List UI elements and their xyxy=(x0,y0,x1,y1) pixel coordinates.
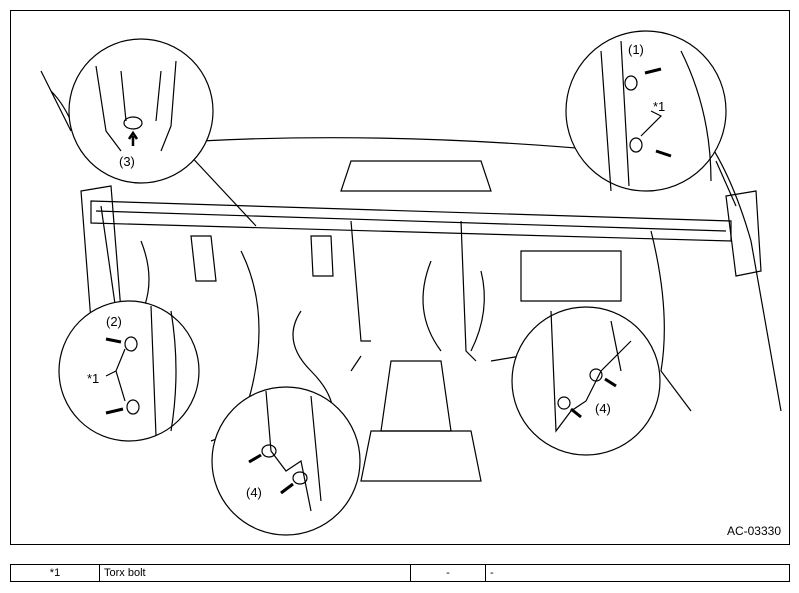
legend-table: *1 Torx bolt - - xyxy=(10,564,790,582)
detail-circle-4b xyxy=(511,306,661,456)
legend-description: Torx bolt xyxy=(99,564,411,582)
diagram-frame: (3) (1) *1 (2) *1 (4) (4) AC-03330 xyxy=(10,10,790,545)
callout-4-left: (4) xyxy=(246,485,262,500)
steering-support-beam xyxy=(90,200,732,242)
table-row: *1 Torx bolt - - xyxy=(10,564,790,582)
callout-4-right: (4) xyxy=(595,401,611,416)
callout-2: (2) xyxy=(106,314,122,329)
figure-code: AC-03330 xyxy=(726,524,781,538)
star-note-left: *1 xyxy=(87,371,100,386)
detail-circle-4a xyxy=(211,386,361,536)
callout-1: (1) xyxy=(628,42,644,57)
right-bracket xyxy=(725,190,762,277)
detail-circle-2 xyxy=(58,300,200,442)
detail-circle-1 xyxy=(565,30,727,192)
star-note-right: *1 xyxy=(653,99,666,114)
detail-circle-3 xyxy=(68,38,214,184)
instrument-panel-diagram xyxy=(40,30,782,536)
callout-3: (3) xyxy=(119,154,135,169)
legend-col4: - xyxy=(485,564,790,582)
legend-col3: - xyxy=(410,564,486,582)
legend-mark: *1 xyxy=(10,564,100,582)
